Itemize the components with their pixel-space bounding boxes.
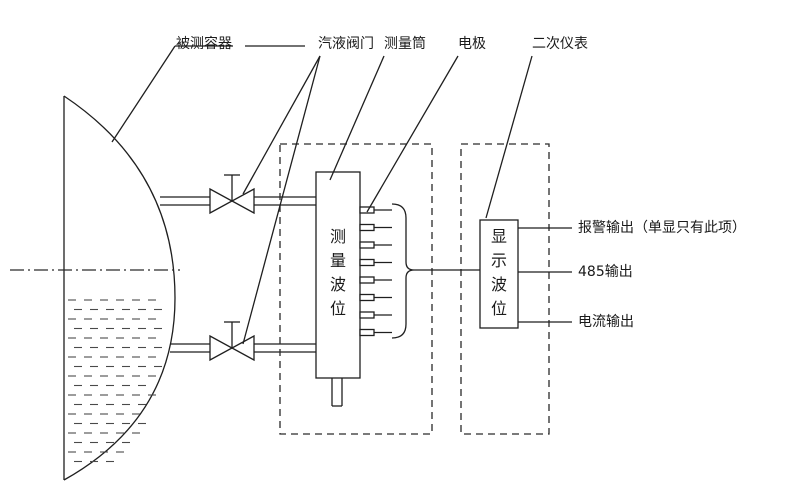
electrode	[359, 241, 375, 249]
electrode	[359, 223, 375, 232]
label-vapor-liquid-valve: 汽液阀门	[318, 36, 374, 52]
measure-column-char-4: 位	[329, 299, 346, 318]
display-column-char-2: 示	[490, 251, 507, 270]
vessel-wall	[63, 95, 176, 481]
electrode	[359, 328, 375, 337]
electrode	[359, 293, 375, 302]
electrode	[359, 276, 375, 284]
electrode-array	[359, 206, 392, 337]
label-current-output: 电流输出	[578, 314, 634, 330]
lower-valve-icon	[209, 321, 255, 362]
leader-lines	[111, 45, 533, 345]
label-alarm-output: 报警输出（单显只有此项）	[578, 220, 746, 236]
measuring-tube	[315, 171, 361, 379]
electrode-brace	[391, 203, 415, 339]
electrode	[359, 311, 375, 319]
upper-pipe	[160, 196, 316, 206]
display-column-char-3: 波	[490, 275, 507, 294]
electrode	[359, 258, 375, 267]
upper-valve-icon	[209, 174, 255, 215]
measure-column-char-1: 测	[329, 227, 346, 246]
secondary-instrument-box	[479, 219, 519, 329]
label-measured-vessel: 被测容器	[176, 36, 232, 52]
measure-column-char-3: 波	[329, 275, 346, 294]
instrument-frame	[460, 143, 550, 435]
label-measuring-tube: 测量筒	[384, 36, 426, 52]
liquid-fill	[68, 299, 162, 463]
display-column-char-1: 显	[490, 227, 507, 246]
measure-column-char-2: 量	[329, 251, 346, 270]
lower-pipe	[170, 343, 316, 353]
label-485-output: 485输出	[578, 264, 633, 280]
measured-vessel	[63, 95, 176, 481]
measuring-unit-frame	[279, 143, 433, 435]
display-column-char-4: 位	[490, 299, 507, 318]
label-electrode: 电极	[458, 36, 486, 52]
label-secondary-instrument: 二次仪表	[532, 36, 588, 52]
electrode	[359, 206, 375, 214]
